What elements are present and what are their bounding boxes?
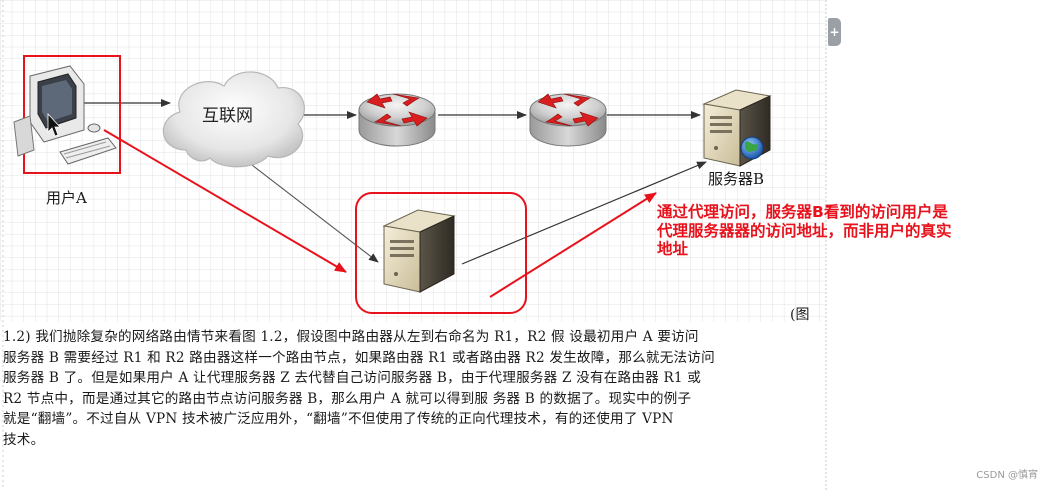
figure-caption-tail: (图: [790, 307, 810, 323]
label-server: 服务器B: [708, 170, 764, 188]
router-icon: [529, 93, 607, 147]
paragraph-line: 服务器 B 了。但是如果用户 A 让代理服务器 Z 去代替自己访问服务器 B，由…: [3, 370, 702, 386]
watermark: CSDN @慎宵: [976, 470, 1038, 481]
cloud-icon: [162, 71, 305, 168]
annotation-line: 代理服务器器的访问地址，而非用户的真实: [657, 221, 952, 240]
user-highlight-box: [23, 55, 121, 174]
paragraph-line: 就是“翻墙”。不过自从 VPN 技术被广泛应用外，“翻墙”不但使用了传统的正向代…: [3, 411, 674, 427]
annotation-line: 通过代理访问，服务器B看到的访问用户是: [657, 203, 948, 221]
expand-panel-button[interactable]: +: [828, 18, 841, 46]
annotation-line: 地址: [657, 240, 689, 258]
body-paragraph: 1.2) 我们抛除复杂的网络路由情节来看图 1.2，假设图中路由器从左到右命名为…: [3, 327, 823, 450]
red-arrow-proxy-to-note: [489, 192, 657, 298]
router-icon: [358, 93, 436, 147]
annotation-note: 通过代理访问，服务器B看到的访问用户是 代理服务器器的访问地址，而非用户的真实 …: [657, 203, 1050, 259]
label-user: 用户A: [46, 189, 87, 207]
cursor-icon: [47, 112, 61, 137]
globe-icon: [740, 136, 764, 160]
paragraph-line: R2 节点中，而是通过其它的路由节点访问服务器 B，那么用户 A 就可以得到服 …: [3, 390, 692, 407]
paragraph-line: 服务器 B 需要经过 R1 和 R2 路由器这样一个路由节点，如果路由器 R1 …: [3, 349, 715, 366]
paragraph-line: 1.2) 我们抛除复杂的网络路由情节来看图 1.2，假设图中路由器从左到右命名为…: [3, 329, 699, 345]
proxy-highlight-box: [355, 192, 527, 314]
red-arrow-user-to-proxy: [103, 129, 347, 273]
label-internet: 互联网: [202, 106, 253, 126]
paragraph-line: 技术。: [3, 431, 45, 448]
computer-icon: [13, 65, 117, 165]
link-proxy-server: [461, 161, 707, 265]
server-icon: [382, 209, 456, 293]
